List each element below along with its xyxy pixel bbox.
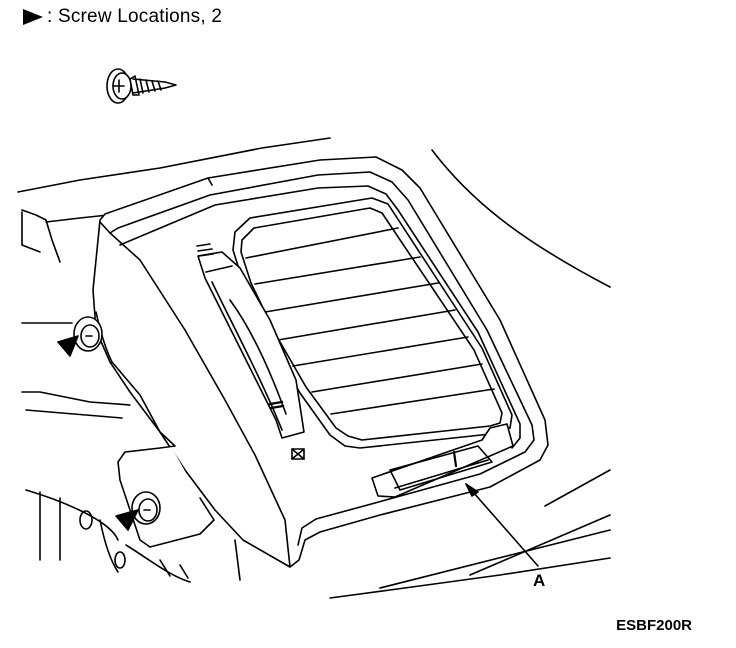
callout-a-leader: [465, 483, 539, 567]
callout-a-label: A: [533, 571, 545, 590]
legend: : Screw Locations, 2: [22, 6, 222, 28]
screw-arrow-1-icon: [57, 335, 79, 357]
figure-code: ESBF200R: [616, 617, 692, 634]
screw-arrow-2-icon: [115, 509, 139, 531]
screw-location-2: [131, 491, 161, 525]
screw-location-1: [73, 316, 103, 352]
screw-icon: [106, 68, 177, 104]
switch-bracket: [371, 423, 514, 498]
legend-text: : Screw Locations, 2: [47, 6, 223, 27]
adjuster-wheel: [196, 243, 305, 460]
triangle-arrow-icon: [23, 9, 43, 25]
dashboard-panel: [17, 137, 611, 599]
